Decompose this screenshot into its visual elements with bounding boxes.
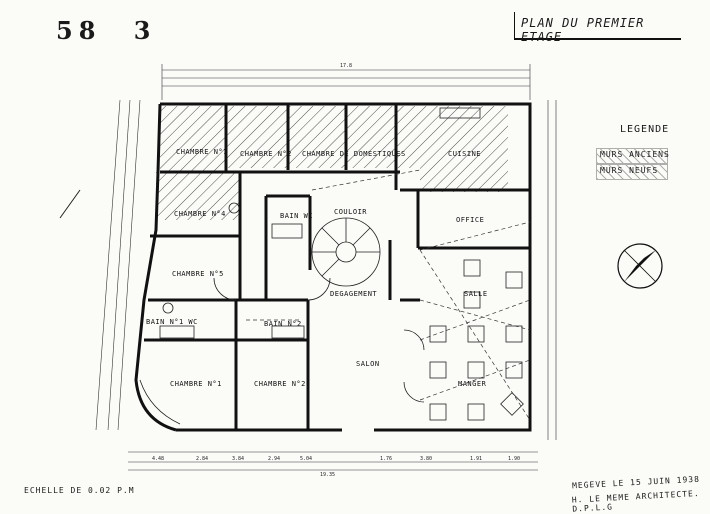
label-manger: MANGER xyxy=(458,380,487,388)
scale-note: ECHELLE DE 0.02 P.M xyxy=(24,486,135,495)
dim-seg-6: 1.76 xyxy=(380,456,392,462)
dim-seg-3: 3.84 xyxy=(232,456,244,462)
legend-new-walls: MURS NEUFS xyxy=(600,166,659,175)
dim-seg-5: 5.04 xyxy=(300,456,312,462)
label-chambre-2: CHAMBRE N°2 xyxy=(254,380,306,388)
label-bain-1: BAIN N°1 WC xyxy=(146,318,198,326)
sheet-number: 58 3 xyxy=(56,16,157,45)
legend-swatch-old-walls xyxy=(596,148,668,164)
right-dimension-chain xyxy=(547,100,557,440)
label-couloir: COULOIR xyxy=(334,208,367,216)
label-salle: SALLE xyxy=(464,290,488,298)
label-bain-wc-top: BAIN WC xyxy=(280,212,313,220)
label-bain-2: BAIN N°2 xyxy=(264,320,302,328)
legend-title: LEGENDE xyxy=(620,124,670,135)
room-labels: CHAMBRE N°1 CHAMBRE N°2 CHAMBRE DE DOMES… xyxy=(146,148,488,388)
dining-tables xyxy=(429,259,524,421)
title-block: PLAN DU PREMIER ETAGE xyxy=(514,12,681,44)
hatched-zones xyxy=(156,106,508,220)
bottom-total-dimension: 19.35 xyxy=(320,472,335,478)
dim-seg-7: 3.80 xyxy=(420,456,432,462)
margin-mark xyxy=(59,189,81,219)
compass-icon xyxy=(617,243,663,289)
legend-old-walls: MURS ANCIENS xyxy=(600,150,670,159)
spiral-staircase xyxy=(311,217,381,287)
label-chambre-5: CHAMBRE N°5 xyxy=(172,270,224,278)
left-dimension-chain xyxy=(95,99,141,431)
overhead-dashed-lines xyxy=(246,169,531,421)
top-total-dimension: 17.8 xyxy=(340,63,352,69)
door-swings xyxy=(139,277,425,425)
label-chambre-1-top: CHAMBRE N°1 xyxy=(176,148,228,156)
label-office: OFFICE xyxy=(456,216,484,224)
label-chambre-domestiques: CHAMBRE DE DOMESTIQUES xyxy=(302,150,406,158)
dim-seg-9: 1.90 xyxy=(508,456,520,462)
dim-seg-1: 4.48 xyxy=(152,456,164,462)
label-chambre-2-top: CHAMBRE N°2 xyxy=(240,150,292,158)
dim-seg-2: 2.84 xyxy=(196,456,208,462)
label-salon: SALON xyxy=(356,360,380,368)
label-chambre-1: CHAMBRE N°1 xyxy=(170,380,222,388)
dim-seg-4: 2.94 xyxy=(268,456,280,462)
plan-title: PLAN DU PREMIER ETAGE xyxy=(521,16,645,44)
label-degagement: DEGAGEMENT xyxy=(330,290,377,298)
interior-walls xyxy=(144,104,530,430)
dim-seg-8: 1.91 xyxy=(470,456,482,462)
label-cuisine: CUISINE xyxy=(448,150,481,158)
label-chambre-4: CHAMBRE N°4 xyxy=(174,210,226,218)
bottom-dimension-chain: 4.48 2.84 3.84 2.94 5.04 1.76 3.80 1.91 … xyxy=(128,451,538,478)
top-dimension-chain: 17.8 xyxy=(161,63,531,100)
bathroom-fixtures xyxy=(159,107,481,339)
legend-swatch-new-walls xyxy=(596,164,668,180)
